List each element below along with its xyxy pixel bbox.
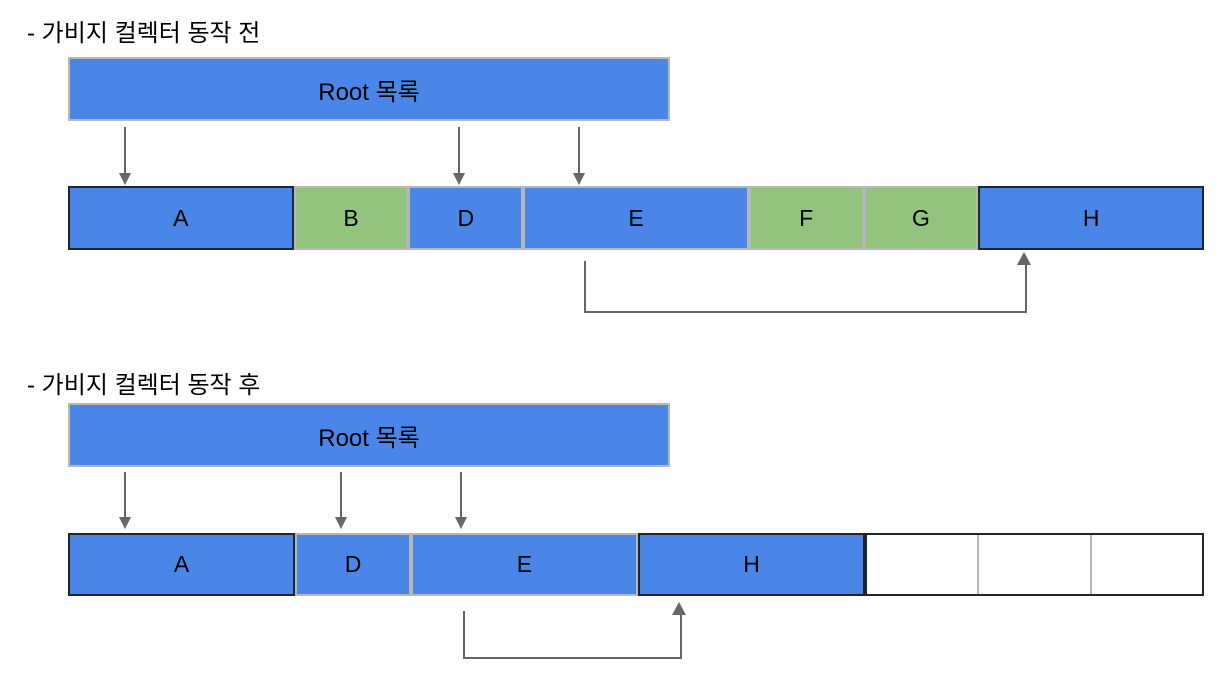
root-pointer-arrow-e <box>455 472 467 529</box>
memory-block-h: H <box>978 186 1204 250</box>
reference-arrow-e-to-h-before <box>584 252 1031 313</box>
root-list-label: Root 목록 <box>318 424 420 452</box>
section-title-after-gc: - 가비지 컬렉터 동작 후 <box>27 372 261 399</box>
reference-arrow-e-to-h-after <box>463 602 686 659</box>
memory-block-e: E <box>410 533 638 596</box>
root-pointer-arrow-a <box>119 127 131 185</box>
root-list-label: Root 목록 <box>318 78 420 106</box>
section-title-before-gc: - 가비지 컬렉터 동작 전 <box>27 20 261 47</box>
memory-block-d: D <box>408 186 524 250</box>
memory-block-e: E <box>523 186 749 250</box>
root-list-box-after: Root 목록 <box>68 403 670 467</box>
root-pointer-arrow-d <box>335 472 347 529</box>
up-arrowhead-icon <box>672 602 686 615</box>
free-memory-cell <box>1089 535 1202 594</box>
memory-block-g: G <box>863 186 979 250</box>
up-arrowhead-icon <box>1017 252 1031 265</box>
memory-block-b: B <box>293 186 409 250</box>
memory-block-d: D <box>295 533 411 596</box>
free-memory-cell <box>867 535 977 594</box>
free-memory-region <box>865 533 1204 596</box>
memory-block-h: H <box>638 533 866 596</box>
memory-block-a: A <box>68 533 296 596</box>
memory-block-a: A <box>68 186 294 250</box>
root-pointer-arrow-a <box>119 472 131 529</box>
root-pointer-arrow-e <box>573 127 585 185</box>
root-list-box-before: Root 목록 <box>68 57 670 121</box>
memory-block-f: F <box>748 186 864 250</box>
free-memory-cell <box>977 535 1089 594</box>
root-pointer-arrow-d <box>453 127 465 185</box>
